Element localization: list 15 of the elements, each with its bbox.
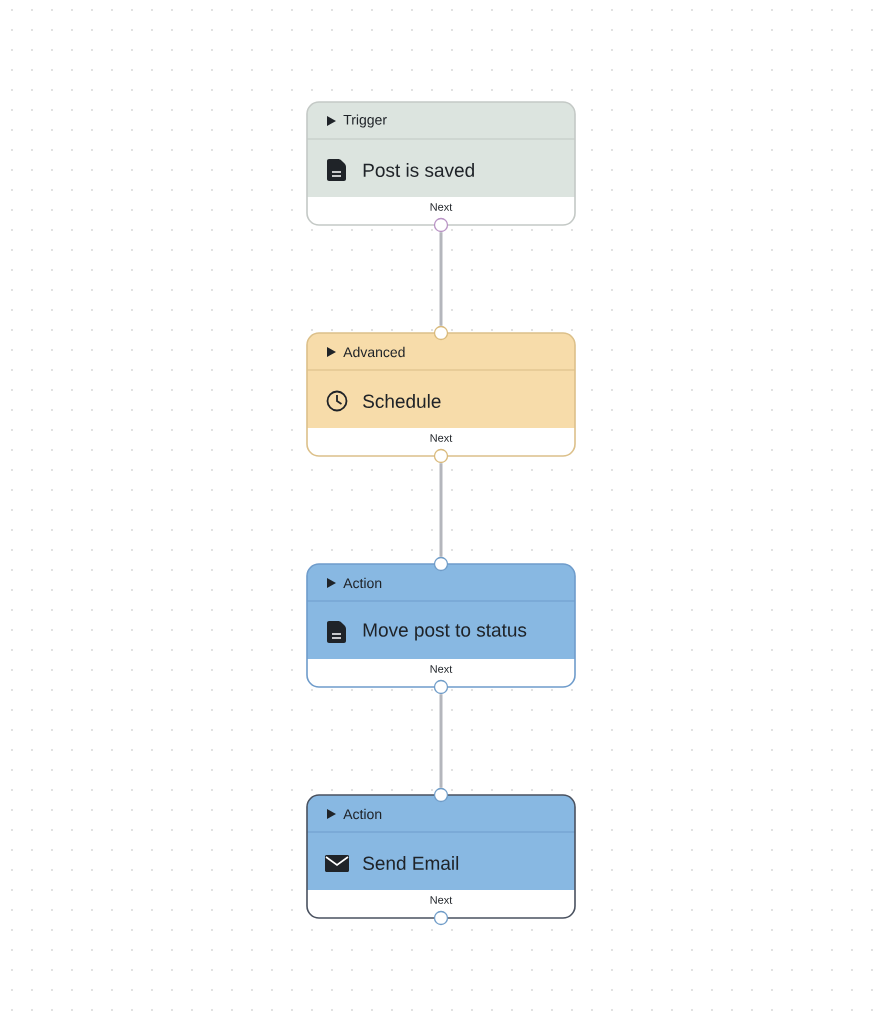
connector-line xyxy=(439,232,443,326)
card-title: Move post to status xyxy=(363,623,527,641)
header-label: Advanced xyxy=(343,346,405,358)
next-label: Next xyxy=(430,434,453,442)
card-title: Schedule xyxy=(363,394,441,408)
next-label: Next xyxy=(430,203,453,211)
connector-line xyxy=(439,694,443,788)
card-title: Post is saved xyxy=(363,163,474,177)
header-label: Trigger xyxy=(343,114,387,128)
header-label: Action xyxy=(343,808,382,820)
header-label: Action xyxy=(343,577,382,589)
next-label: Next xyxy=(430,665,453,673)
connector-line xyxy=(439,463,443,557)
card-title: Send Email xyxy=(363,856,459,870)
next-label: Next xyxy=(430,896,453,904)
